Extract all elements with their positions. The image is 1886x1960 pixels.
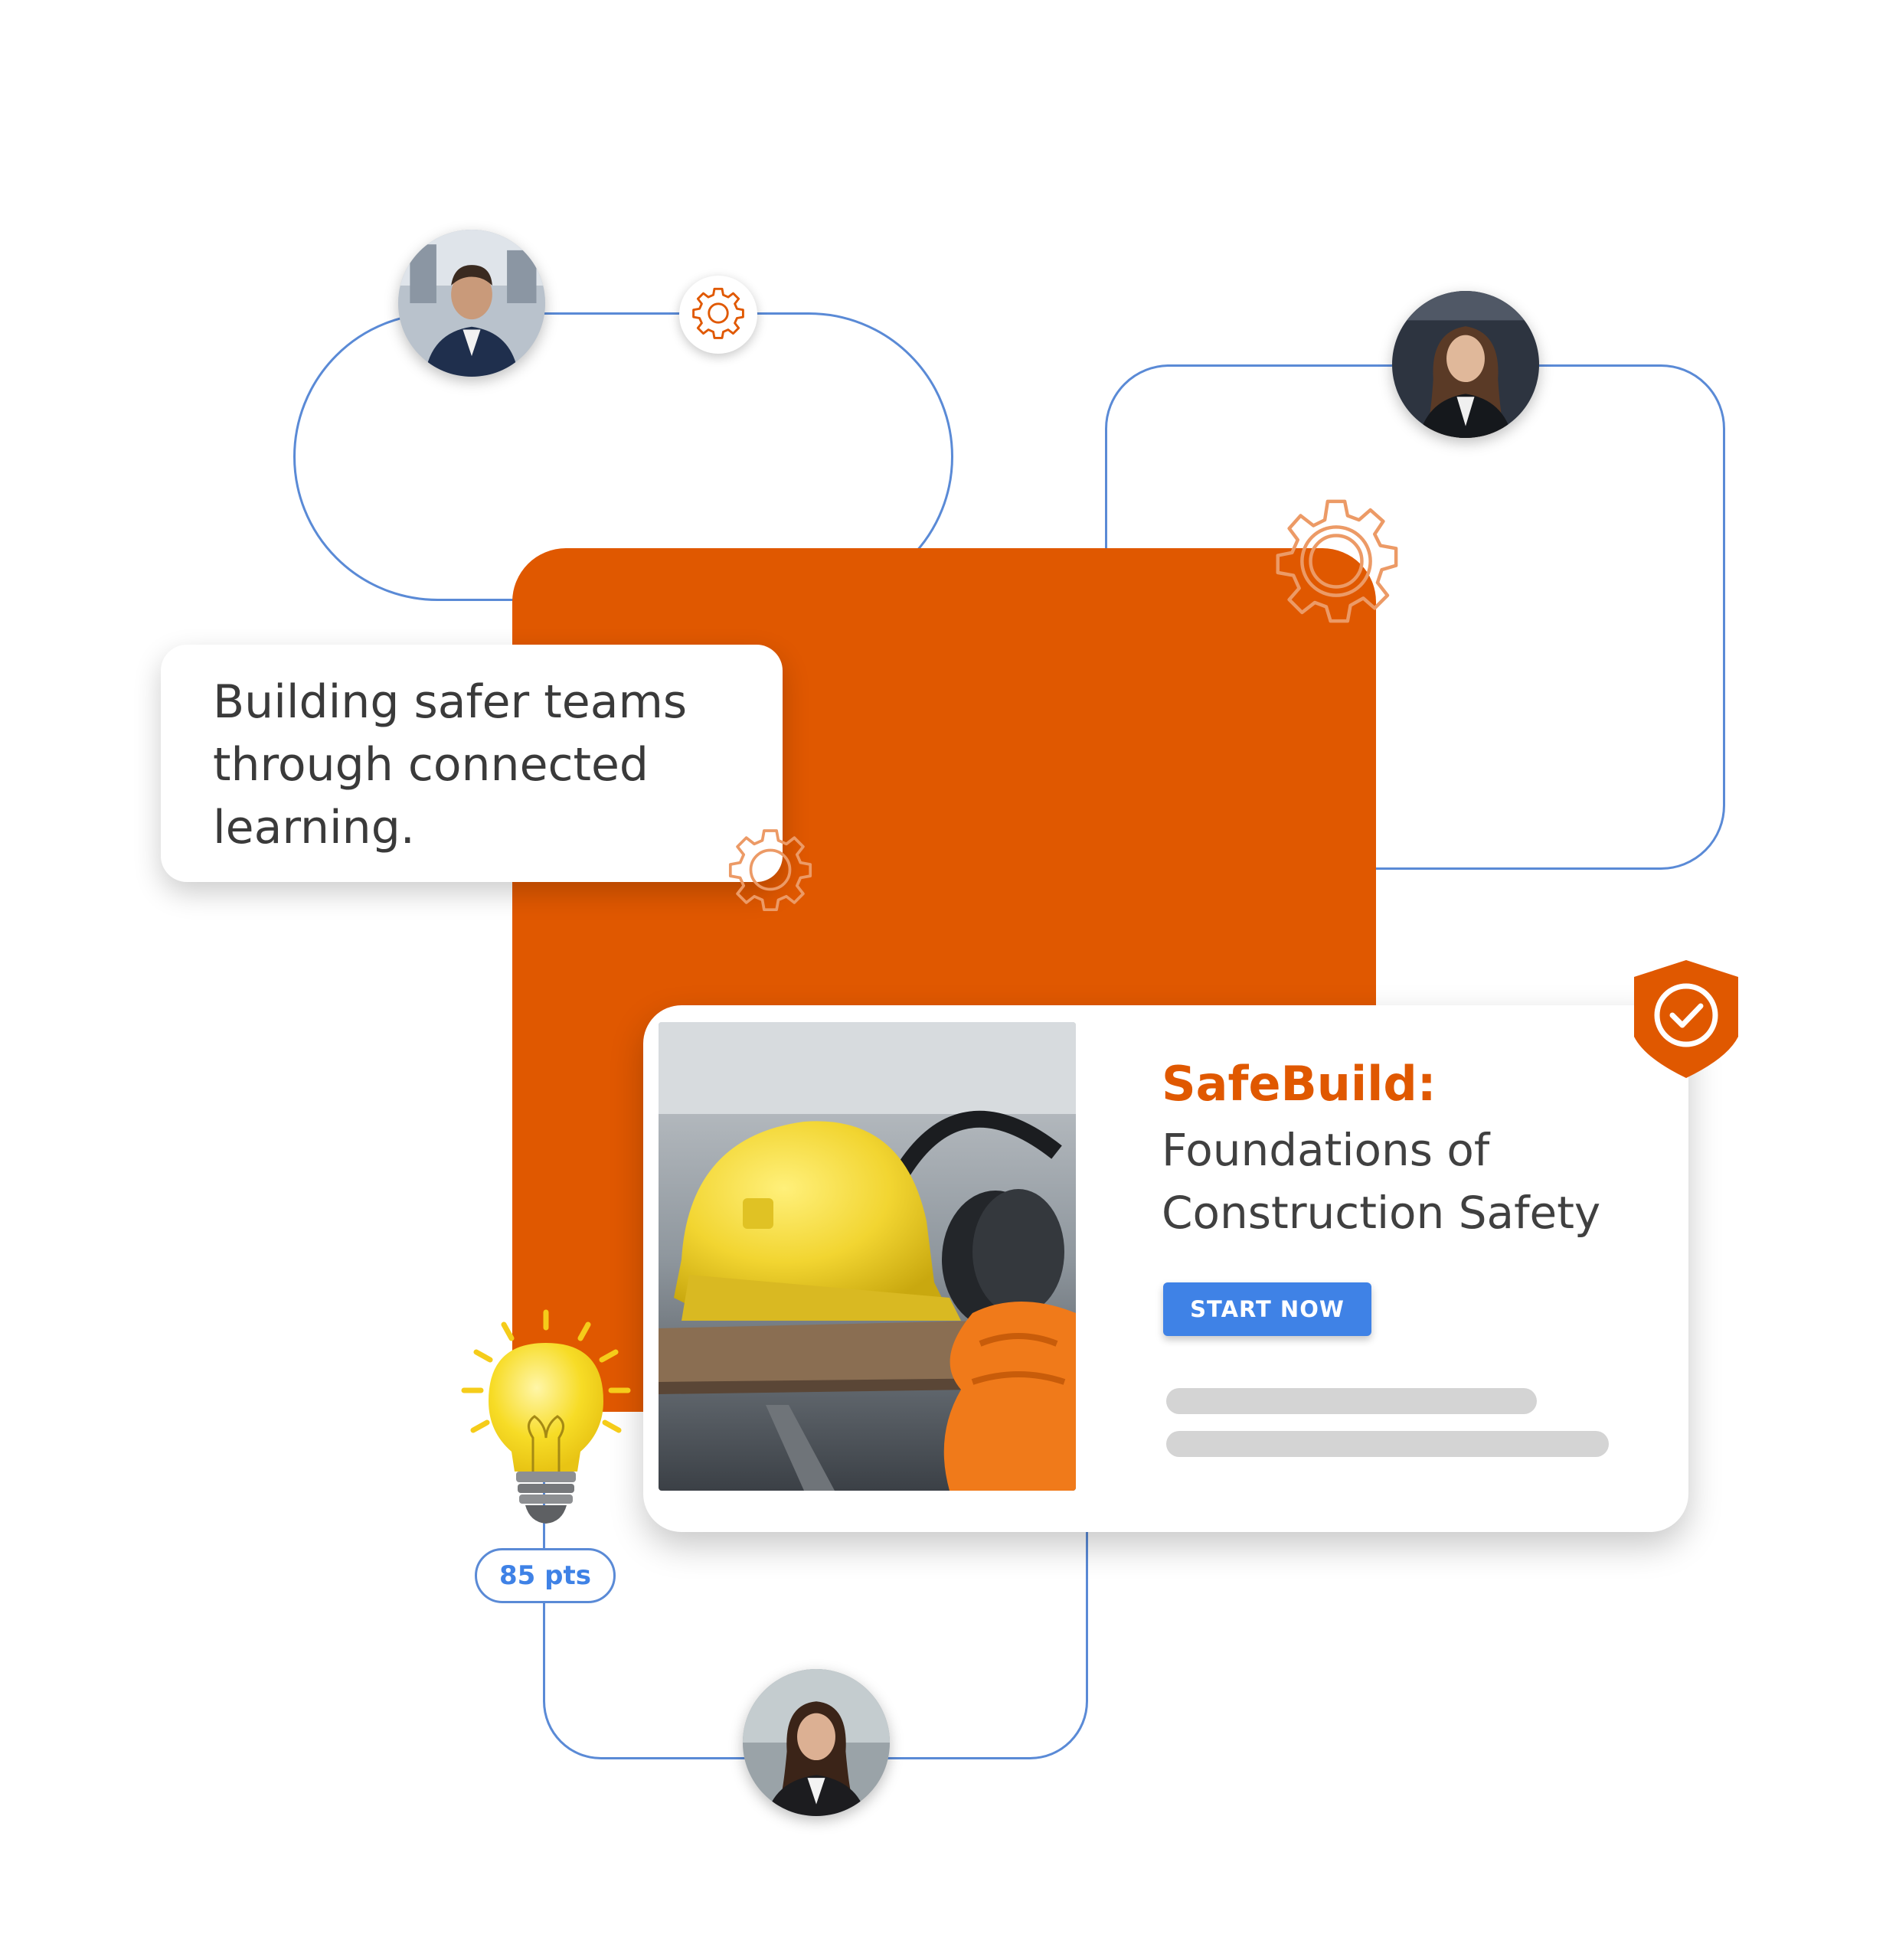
tagline-text: Building safer teams through connected l… <box>213 675 688 854</box>
gear-icon <box>1265 490 1407 632</box>
avatar <box>398 230 545 377</box>
tagline-card: Building safer teams through connected l… <box>161 645 783 882</box>
avatar <box>743 1669 890 1816</box>
start-now-button[interactable]: START NOW <box>1163 1282 1371 1336</box>
course-brand: SafeBuild: <box>1162 1056 1437 1112</box>
skeleton-line <box>1166 1388 1537 1414</box>
gear-icon <box>691 286 746 344</box>
gear-badge <box>679 276 757 354</box>
lightbulb-icon <box>450 1302 642 1531</box>
points-badge: 85 pts <box>475 1548 616 1603</box>
gear-icon <box>726 825 815 914</box>
skeleton-line <box>1166 1431 1609 1457</box>
shield-check-icon <box>1631 957 1741 1081</box>
course-card[interactable]: SafeBuild: Foundations of Construction S… <box>643 1005 1688 1532</box>
course-image <box>659 1022 1076 1491</box>
course-title: Foundations of Construction Safety <box>1162 1124 1601 1239</box>
avatar <box>1392 291 1539 438</box>
